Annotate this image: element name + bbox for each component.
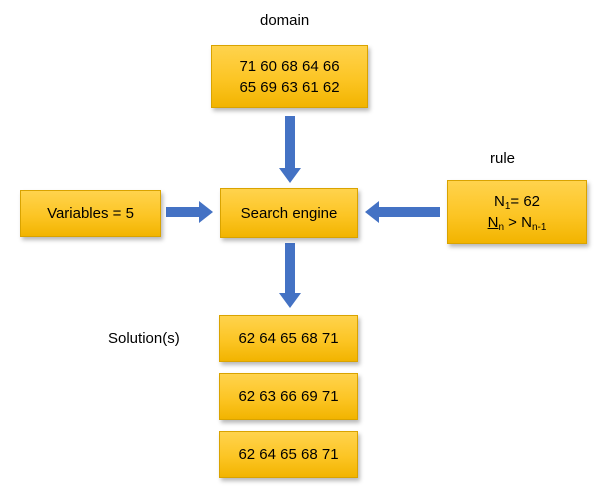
arrow-domain-to-engine bbox=[279, 116, 301, 183]
variables-box: Variables = 5 bbox=[20, 190, 161, 237]
solution-text: 62 64 65 68 71 bbox=[238, 446, 339, 463]
domain-box: 71 60 68 64 66 65 69 63 61 62 bbox=[211, 45, 368, 108]
rule-line-2-base: Nn bbox=[487, 214, 504, 233]
rule-line-2-sub: n bbox=[498, 222, 504, 233]
rule-line-1-base: N bbox=[493, 193, 505, 210]
domain-line-2: 65 69 63 61 62 bbox=[239, 78, 340, 96]
rule-line-2: Nn > Nn-1 bbox=[488, 212, 547, 233]
rule-line-1-rest: = 62 bbox=[510, 193, 541, 210]
rule-line-2-sub2: n-1 bbox=[531, 222, 547, 233]
rule-box: N1= 62 Nn > Nn-1 bbox=[447, 180, 587, 244]
arrow-rule-to-engine bbox=[365, 201, 440, 223]
rule-line-1-sub: 1 bbox=[504, 201, 511, 212]
solution-box: 62 63 66 69 71 bbox=[219, 373, 358, 420]
arrow-engine-to-solutions bbox=[279, 243, 301, 308]
search-engine-box: Search engine bbox=[220, 188, 358, 238]
solution-text: 62 64 65 68 71 bbox=[238, 330, 339, 347]
rule-line-2-base2: N bbox=[521, 214, 532, 231]
rule-line-2-op: > bbox=[504, 214, 522, 231]
rule-label: rule bbox=[490, 150, 516, 167]
solution-box: 62 64 65 68 71 bbox=[219, 315, 358, 362]
domain-label: domain bbox=[260, 12, 310, 29]
rule-line-1: N1= 62 bbox=[494, 191, 540, 212]
rule-line-2-base-text: N bbox=[487, 214, 499, 231]
variables-text: Variables = 5 bbox=[47, 205, 134, 222]
arrow-variables-to-engine bbox=[166, 201, 213, 223]
search-engine-text: Search engine bbox=[240, 204, 338, 222]
domain-line-1: 71 60 68 64 66 bbox=[239, 57, 340, 75]
solutions-label: Solution(s) bbox=[108, 330, 180, 347]
solution-text: 62 63 66 69 71 bbox=[238, 388, 339, 405]
solution-box: 62 64 65 68 71 bbox=[219, 431, 358, 478]
